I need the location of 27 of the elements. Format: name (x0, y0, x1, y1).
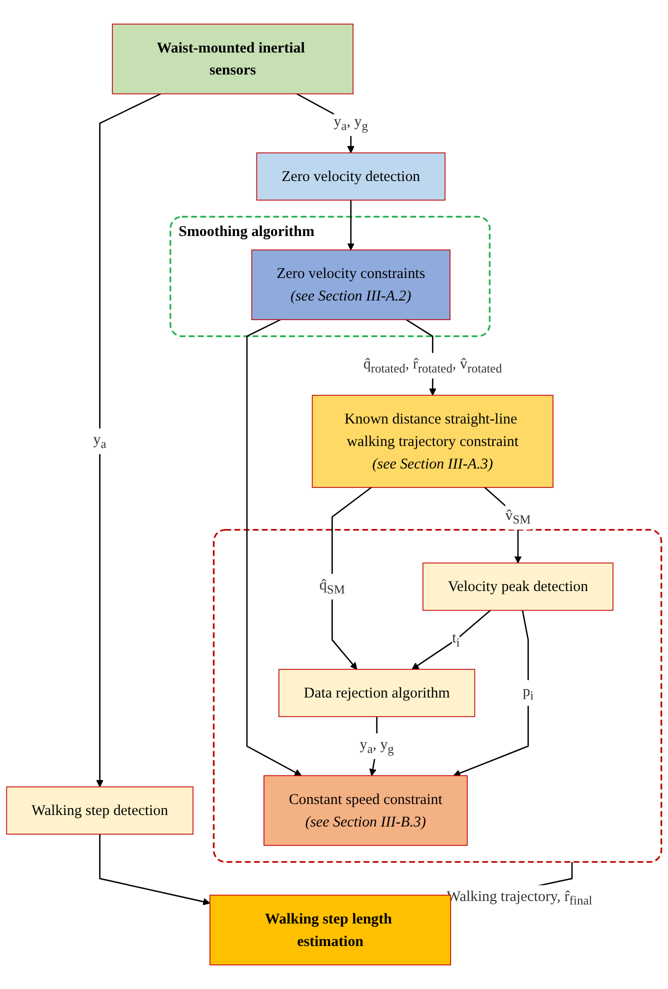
arrow (246, 319, 302, 776)
edge-label: q̂$_{SM}$ (319, 576, 345, 597)
node-box: Constant speed constraint (see Section III-B.3) (264, 775, 468, 846)
node-box: Zero velocity constraints (see Section III-A.2) (251, 250, 450, 320)
node-box: Velocity peak detection (422, 562, 614, 611)
node-box: Known distance straight-line walking trajectory constraint (see Section III-A.3) (312, 394, 554, 488)
node-box: Walking step length estimation (210, 894, 452, 966)
arrow (332, 486, 372, 670)
edge-label: q̂$_{rotated}$, r̂$_{rotated}$, v̂$_{rotated}$ (363, 355, 502, 376)
edge-label: v̂$_{SM}$ (505, 506, 531, 527)
arrow (96, 93, 162, 788)
edge-label: y$_{a}$, y$_{g}$ (360, 736, 394, 756)
edge-label: t$_{i}$ (452, 629, 460, 650)
cluster (212, 528, 662, 863)
arrow (347, 200, 355, 250)
edge-label: y$_{a}$, y$_{g}$ (334, 112, 368, 134)
node-box: Data rejection algorithm (278, 668, 476, 718)
node-box: Walking step detection (6, 786, 194, 835)
edge-label: Walking trajectory, r̂$_{final}$ (446, 888, 592, 908)
edge-label: p$_{i}$ (522, 682, 534, 703)
node-label: Smoothing algorithm (178, 222, 314, 240)
node-box: Zero velocity detection (256, 152, 446, 201)
arrow (412, 610, 491, 670)
arrow (99, 834, 210, 906)
node-box: Waist-mounted inertial sensors (112, 24, 354, 94)
edge-label: y$_{a}$ (93, 430, 106, 452)
cluster (170, 216, 491, 338)
